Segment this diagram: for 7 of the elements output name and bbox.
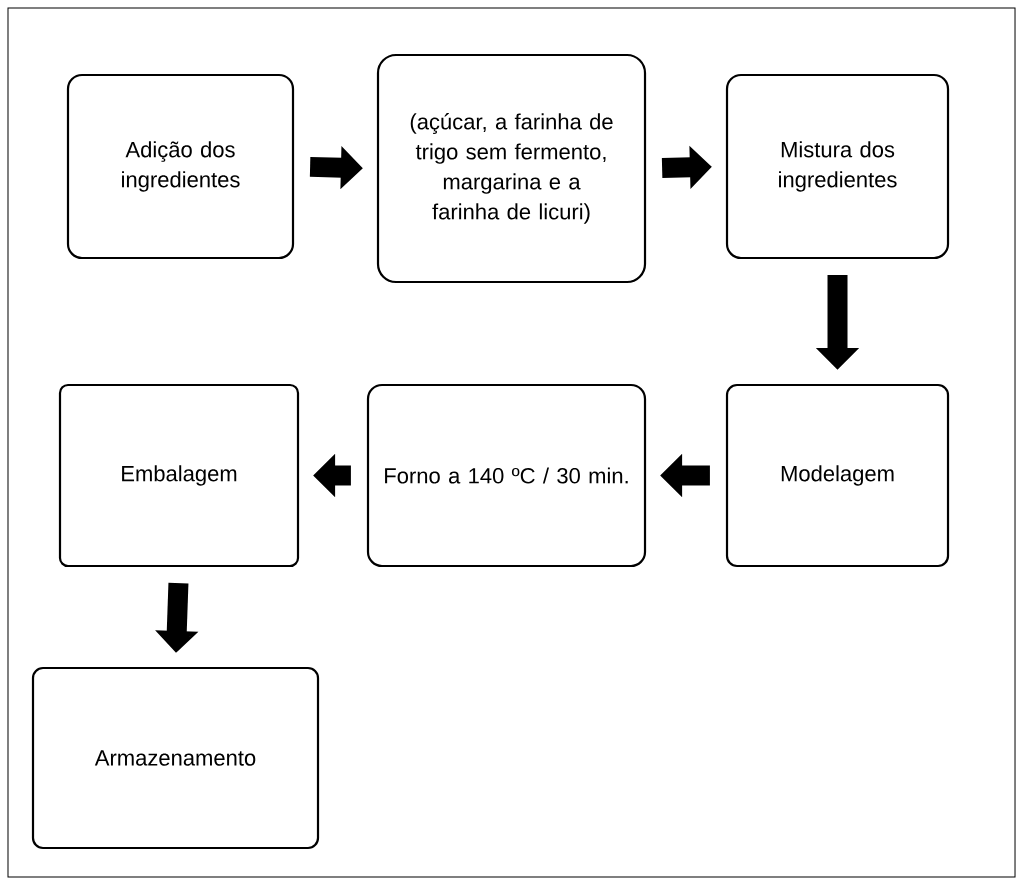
process-box: Embalagem: [58, 383, 300, 568]
process-box: Mistura dos ingredientes: [725, 73, 950, 260]
process-box: Armazenamento: [31, 666, 320, 850]
process-box: Modelagem: [725, 383, 950, 568]
process-box: Forno a 140 ºC / 30 min.: [366, 383, 647, 568]
process-box: (açúcar, a farinha de trigo sem fermento, margarina e a farinha de licuri): [376, 53, 647, 284]
process-box: Adição dos ingredientes: [66, 73, 295, 260]
